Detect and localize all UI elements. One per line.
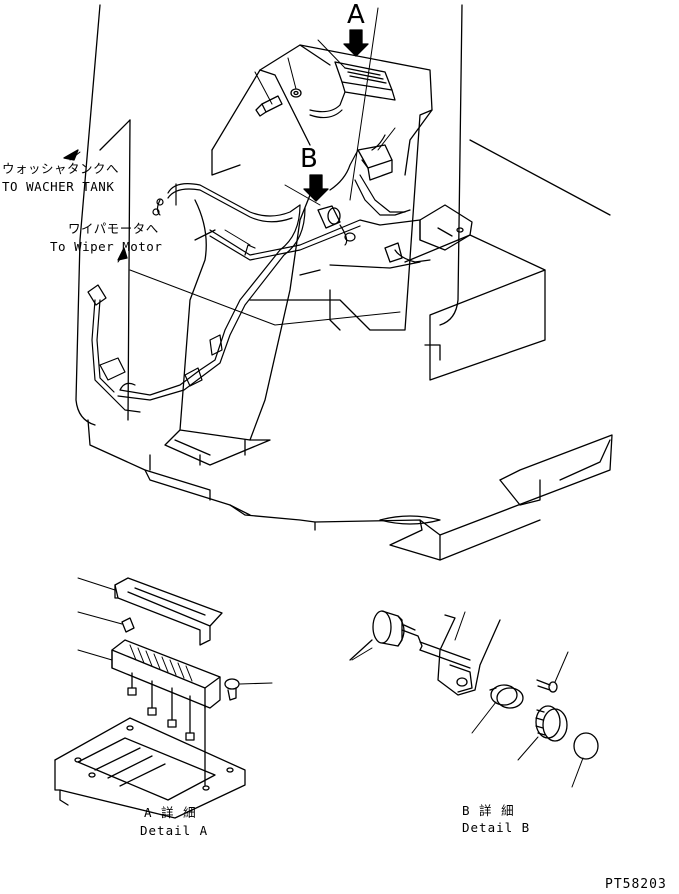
fuse-box-body: [111, 639, 221, 709]
fuse-box-location-a: [334, 61, 396, 101]
cab-assembly-view: [63, 4, 613, 561]
wiper-motor-note-jp: ワイパモータへ: [68, 221, 159, 236]
detail-a-drawing: [54, 577, 273, 819]
detail-a-title-jp: A 詳 細: [144, 805, 197, 820]
view-label-a: A: [347, 0, 365, 30]
control-tower: [211, 44, 433, 331]
view-label-b: B: [300, 144, 318, 174]
nut: [489, 684, 524, 709]
washer: [290, 88, 302, 98]
connector-block: [419, 204, 473, 251]
view-arrow-b: [303, 174, 329, 202]
washer-tank-note-jp: ウォッシャタンクへ: [2, 161, 120, 176]
wire-harness: [87, 91, 431, 413]
knob: [535, 705, 568, 742]
cab-back-panel: [127, 119, 131, 421]
detail-b-title-jp: B 詳 細: [462, 803, 515, 818]
detail-b-title-en: Detail B: [462, 820, 531, 835]
cap: [573, 732, 599, 760]
detail-b-drawing: [349, 610, 599, 788]
cab-left-pillar: [75, 4, 101, 426]
switch-location-b: [317, 205, 341, 229]
wiper-note-arrow: [117, 247, 128, 261]
right-console: [404, 234, 546, 381]
washer-note-arrow: [63, 149, 79, 161]
cab-right-pillar: [439, 4, 463, 326]
drawing-code: PT58203: [605, 877, 667, 892]
fuse: [121, 617, 135, 633]
floor-plate: [87, 419, 613, 536]
switch-body: [349, 610, 423, 661]
relay: [357, 144, 393, 181]
terminals: [127, 672, 195, 741]
screw: [224, 678, 240, 701]
bracket: [437, 614, 501, 696]
wiper-motor-note-en: To Wiper Motor: [50, 239, 163, 254]
bolt: [255, 95, 283, 117]
mounting-plate: [54, 717, 246, 819]
washer-tank-note-en: TO WACHER TANK: [2, 179, 115, 194]
detail-a-title-en: Detail A: [140, 823, 209, 838]
pedestal: [179, 194, 311, 441]
view-arrow-a: [343, 29, 369, 57]
fuse-box-cover: [114, 577, 223, 646]
small-screw: [536, 679, 558, 693]
